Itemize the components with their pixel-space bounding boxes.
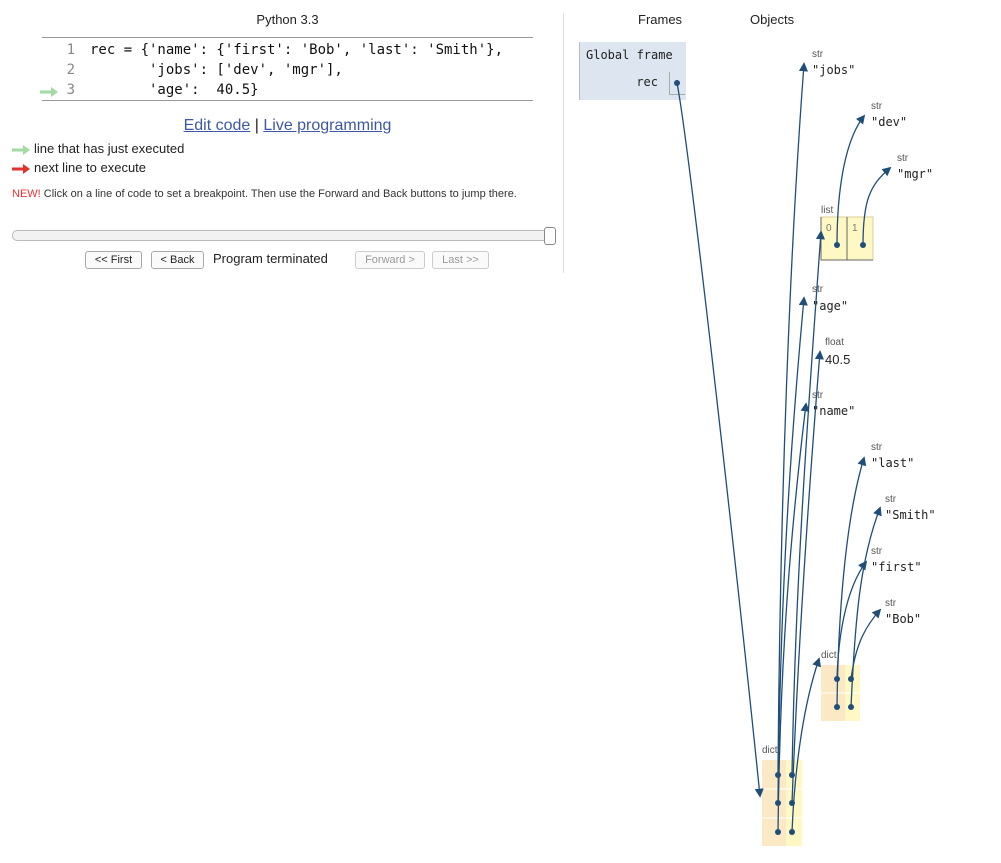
reference-arrows [676, 62, 892, 833]
pointer-dots [674, 80, 866, 835]
red-arrow-icon [12, 163, 30, 174]
arrow-rec-to-dict [676, 82, 764, 798]
str-age-value: "age" [812, 299, 849, 313]
list-type: list [821, 205, 834, 216]
str-age-type: str [812, 284, 824, 295]
frame-title: Global frame [586, 48, 673, 62]
legend-executed: line that has just executed [12, 141, 184, 159]
code-line-1[interactable]: 1 rec = {'name': {'first': 'Bob', 'last'… [42, 42, 533, 62]
arrow-outer-key-jobs [777, 62, 808, 776]
str-name-type: str [812, 390, 824, 401]
variable-pointer-slot [669, 72, 685, 95]
str-dev-type: str [871, 101, 883, 112]
str-last-type: str [871, 442, 883, 453]
dict-inner-type: dict [821, 650, 837, 661]
list-index-1: 1 [852, 223, 858, 234]
str-dev-value: "dev" [871, 115, 908, 129]
dict-inner-object [821, 665, 860, 721]
arrow-outer-val-list [791, 230, 826, 776]
str-jobs-type: str [812, 49, 824, 60]
str-first-type: str [871, 546, 883, 557]
float-type: float [825, 337, 844, 348]
edit-code-link[interactable]: Edit code [183, 117, 251, 134]
str-jobs-value: "jobs" [812, 63, 856, 77]
str-first-value: "first" [871, 560, 922, 574]
code-line-2[interactable]: 2 'jobs': ['dev', 'mgr'], [42, 62, 533, 82]
str-bob-value: "Bob" [885, 612, 922, 626]
str-smith-type: str [885, 494, 897, 505]
code-panel: 1 rec = {'name': {'first': 'Bob', 'last'… [40, 37, 533, 102]
executed-line-arrow-icon [40, 87, 58, 97]
link-separator: | [254, 117, 259, 134]
str-smith-value: "Smith" [885, 508, 936, 522]
arrow-outer-key-name [777, 402, 810, 833]
str-mgr-type: str [897, 153, 909, 164]
arrow-list1-mgr [862, 166, 892, 246]
legend-executed-label: line that has just executed [34, 141, 185, 156]
code-line-3[interactable]: 3 'age': 40.5} [40, 82, 533, 102]
list-index-0: 0 [826, 223, 832, 234]
arrow-inner-val-smith [850, 506, 882, 708]
list-object: 0 1 [820, 216, 874, 261]
code-text: 'age': 40.5} [90, 82, 259, 98]
last-button[interactable]: Last >> [432, 251, 489, 269]
frames-header: Frames [638, 12, 683, 27]
first-button[interactable]: << First [85, 251, 142, 269]
back-button[interactable]: < Back [151, 251, 204, 269]
line-number: 1 [66, 42, 75, 58]
line-number: 2 [66, 62, 75, 78]
dict-outer-type: dict [762, 745, 778, 756]
code-text: rec = {'name': {'first': 'Bob', 'last': … [90, 42, 504, 58]
objects-header: Objects [750, 12, 795, 27]
panel-divider [563, 13, 564, 273]
arrow-inner-key-last [836, 456, 867, 708]
code-text: 'jobs': ['dev', 'mgr'], [90, 62, 343, 78]
str-mgr-value: "mgr" [897, 167, 934, 181]
legend-next: next line to execute [12, 160, 146, 178]
global-frame: Global frame rec [579, 42, 686, 100]
execution-status: Program terminated [213, 251, 328, 266]
live-programming-link[interactable]: Live programming [263, 117, 392, 134]
breakpoint-notice: NEW! Click on a line of code to set a br… [12, 188, 532, 201]
arrow-outer-val-float [791, 350, 824, 804]
language-label: Python 3.3 [256, 12, 319, 27]
str-name-value: "name" [812, 404, 856, 418]
slider-handle[interactable] [544, 227, 556, 245]
editor-links: Edit code | Live programming [0, 117, 575, 135]
arrow-outer-val-dict [791, 657, 821, 833]
arrow-inner-val-bob [850, 608, 882, 680]
dict-outer-object [762, 760, 802, 846]
new-badge: NEW! [12, 188, 41, 200]
float-value: 40.5 [825, 352, 851, 367]
green-arrow-icon [12, 144, 30, 155]
frame-variable-rec: rec [636, 75, 658, 89]
line-number: 3 [66, 82, 75, 98]
str-last-value: "last" [871, 456, 915, 470]
forward-button[interactable]: Forward > [355, 251, 425, 269]
str-bob-type: str [885, 598, 897, 609]
arrow-outer-key-age [777, 296, 808, 804]
arrow-list0-dev [836, 114, 866, 246]
notice-text: Click on a line of code to set a breakpo… [43, 188, 517, 200]
legend-next-label: next line to execute [34, 160, 147, 175]
